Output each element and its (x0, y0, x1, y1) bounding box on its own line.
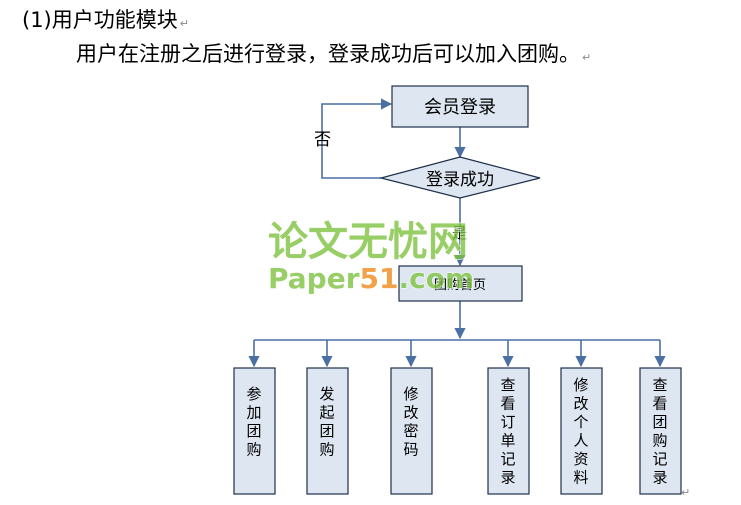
intro-text: 用户在注册之后进行登录，登录成功后可以加入团购。 (76, 42, 580, 66)
module-label-view-orders: 查看订单记录 (500, 376, 515, 487)
watermark-en-prefix: Paper (268, 262, 360, 295)
watermark-cn-text: 论文无忧网 (268, 219, 468, 265)
module-label-edit-profile: 修改个人资料 (573, 376, 588, 487)
no-branch-label: 否 (314, 130, 331, 150)
module-label-view-groupbuy-records: 查看团购记录 (652, 376, 667, 487)
module-box-start-groupbuy: 发起团购 (306, 367, 349, 495)
connectors (248, 98, 666, 368)
login-box: 会员登录 (391, 85, 529, 128)
module-box-view-orders: 查看订单记录 (487, 367, 530, 495)
paragraph-mark: ↵ (179, 17, 189, 30)
watermark-en-text: Paper51.com (268, 262, 474, 295)
module-label-change-password: 修改密码 (403, 385, 418, 459)
login-box-label: 会员登录 (424, 97, 496, 118)
decision-diamond: 登录成功 (378, 156, 541, 199)
module-label-start-groupbuy: 发起团购 (319, 385, 334, 459)
module-box-view-groupbuy-records: 查看团购记录 (639, 367, 682, 495)
module-box-edit-profile: 修改个人资料 (560, 367, 603, 495)
section-heading-text: (1)用户功能模块 (22, 8, 178, 32)
arrow-retry-loop (321, 98, 393, 179)
intro-paragraph: 用户在注册之后进行登录，登录成功后可以加入团购。↵ (76, 40, 591, 72)
section-heading: (1)用户功能模块↵ (22, 6, 189, 38)
watermark-logo: 论文无忧网 Paper51.com (267, 218, 474, 295)
module-label-join-groupbuy: 参加团购 (246, 385, 261, 459)
module-box-change-password: 修改密码 (390, 367, 433, 495)
watermark-en-number: 51 (360, 262, 399, 295)
watermark-en-suffix: .com (398, 262, 474, 295)
decision-label: 登录成功 (426, 170, 494, 190)
home-box-label: 团购首页 (434, 277, 486, 293)
home-box: 团购首页 (398, 265, 523, 302)
module-box-join-groupbuy: 参加团购 (233, 367, 276, 495)
yes-branch-label: 是 (452, 224, 467, 242)
paragraph-mark-end: ↵ (681, 486, 691, 499)
paragraph-mark: ↵ (582, 51, 592, 64)
